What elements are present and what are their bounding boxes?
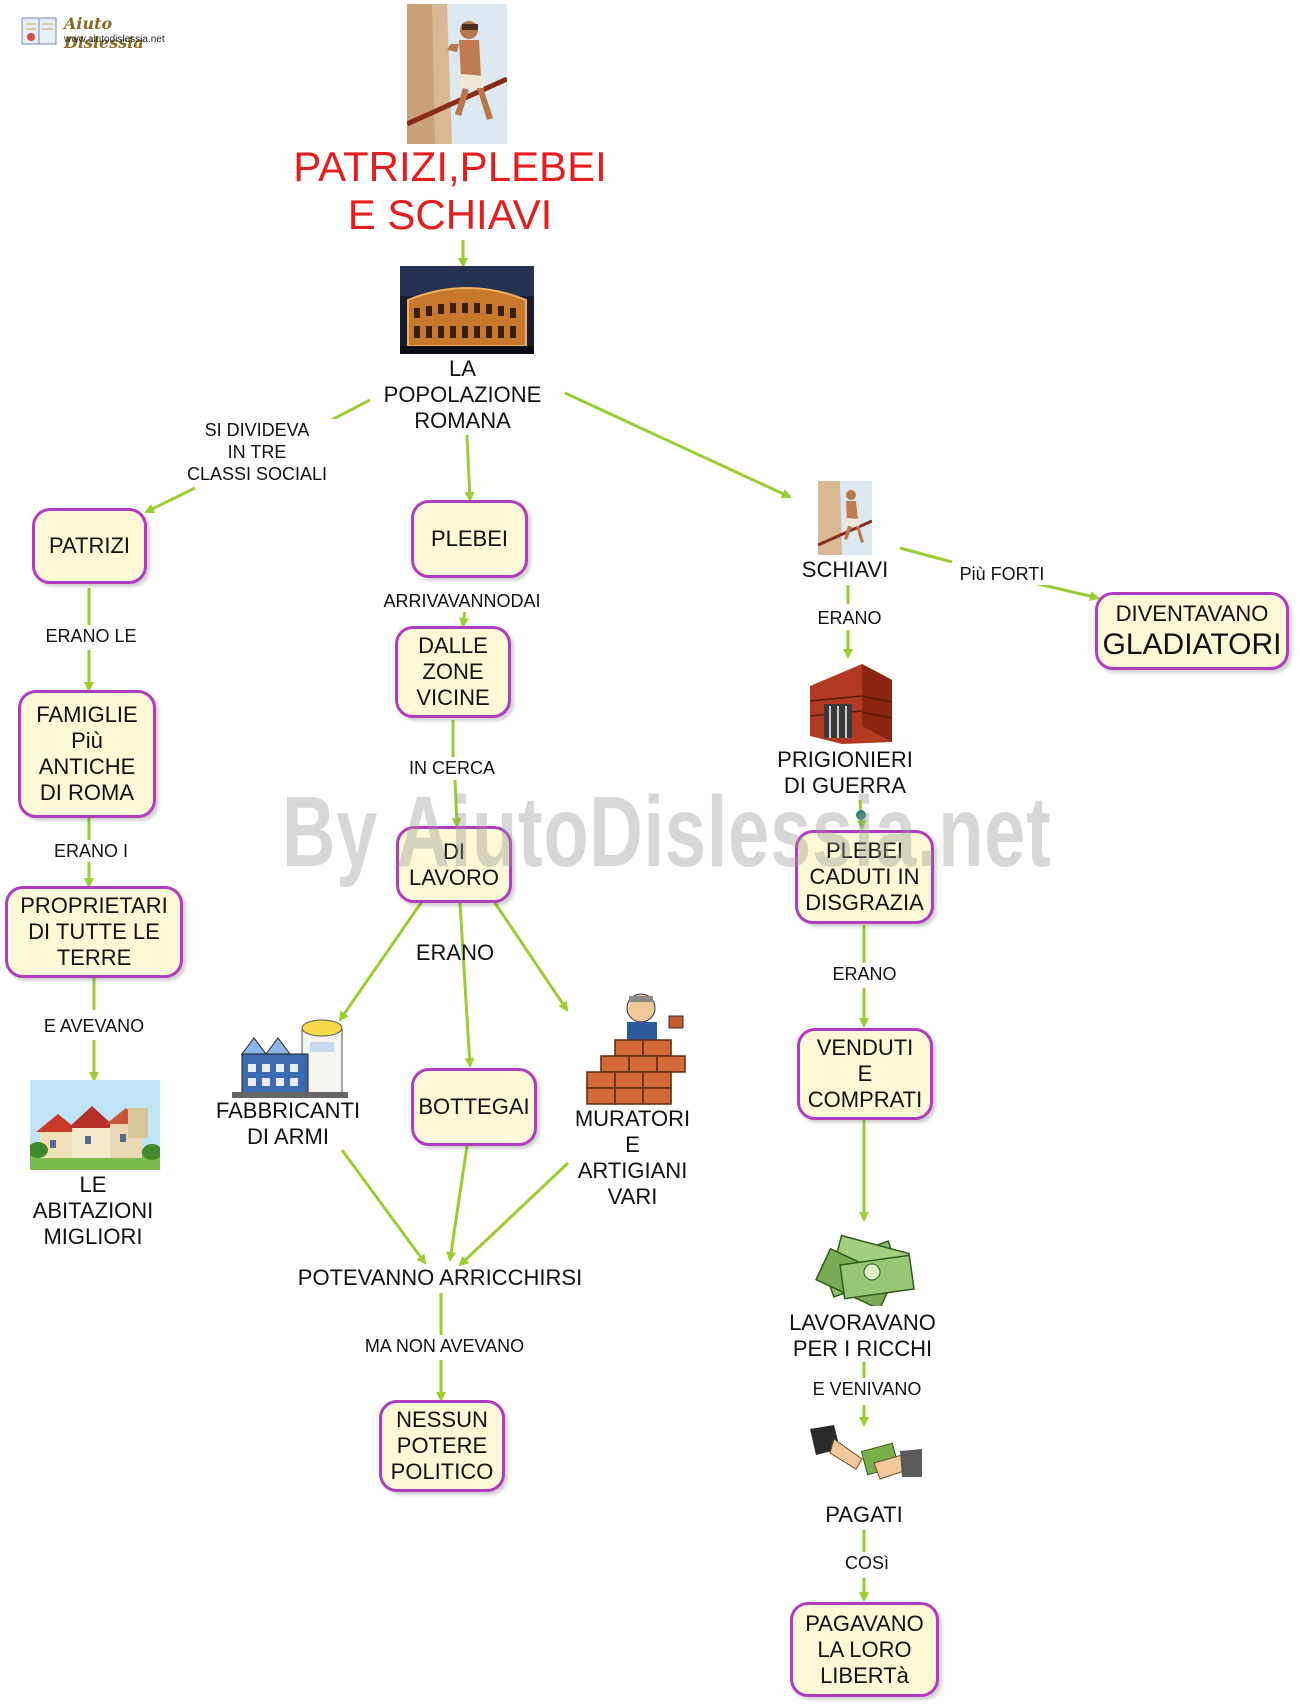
link-e-venivano: E VENIVANO: [795, 1378, 939, 1400]
money-icon: [815, 1234, 915, 1306]
node-potere[interactable]: NESSUN POTERE POLITICO: [379, 1400, 505, 1492]
node-muratori: MURATORI E ARTIGIANI VARI: [574, 1106, 691, 1209]
houses-icon: [30, 1080, 160, 1170]
link-erano-i: ERANO I: [40, 840, 142, 862]
gladiatori-line1: DIVENTAVANO: [1115, 601, 1269, 626]
factory-icon: [232, 1019, 348, 1098]
slave-climbing-icon: [407, 4, 507, 144]
slave-small-icon: [818, 481, 872, 555]
gladiatori-line2: GLADIATORI: [1102, 628, 1282, 661]
link-arrivavano: ARRIVAVANNODAI: [365, 590, 559, 612]
site-logo[interactable]: Aiuto Dislessia www.aiutodislessia.net: [20, 12, 180, 52]
link-erano-center: ERANO: [415, 940, 495, 965]
node-plebei[interactable]: PLEBEI: [411, 500, 528, 578]
diagram-title: PATRIZI,PLEBEI E SCHIAVI: [293, 143, 607, 238]
node-liberta[interactable]: PAGAVANO LA LORO LIBERTà: [790, 1602, 939, 1697]
node-abitazioni: LE ABITAZIONI MIGLIORI: [32, 1172, 154, 1249]
handshake-icon: [810, 1425, 922, 1480]
link-in-cerca: IN CERCA: [400, 757, 504, 779]
node-gladiatori[interactable]: DIVENTAVANO GLADIATORI: [1095, 592, 1289, 670]
prison-icon: [809, 664, 893, 744]
node-prigionieri: PRIGIONIERI DI GUERRA: [777, 747, 913, 798]
node-lavoro[interactable]: DI LAVORO: [396, 826, 512, 903]
link-erano-le: ERANO LE: [30, 625, 152, 647]
bricklayer-icon: [586, 993, 686, 1105]
link-piu-forti: Più FORTI: [945, 563, 1059, 585]
link-si-divideva: SI DIVIDEVA IN TRE CLASSI SOCIALI: [170, 419, 344, 485]
logo-url: www.aiutodislessia.net: [64, 34, 165, 45]
node-arricchirsi: POTEVANNO ARRICCHIRSI: [297, 1265, 583, 1290]
link-erano-plebei: ERANO: [815, 963, 914, 985]
link-ma-non-avevano: MA NON AVEVANO: [345, 1335, 544, 1357]
node-plebei-caduti[interactable]: PLEBEI CADUTI IN DISGRAZIA: [795, 830, 934, 924]
node-lavoravano: LAVORAVANO PER I RICCHI: [789, 1310, 936, 1361]
colosseum-icon: [400, 266, 534, 354]
watermark: By AiutoDislessia.net: [282, 776, 1052, 888]
node-famiglie[interactable]: FAMIGLIE Più ANTICHE DI ROMA: [18, 690, 156, 818]
link-erano-schiavi: ERANO: [800, 607, 899, 629]
node-schiavi: SCHIAVI: [801, 557, 889, 582]
node-patrizi[interactable]: PATRIZI: [32, 508, 147, 584]
node-venduti[interactable]: VENDUTI E COMPRATI: [797, 1028, 933, 1120]
node-fabbricanti: FABBRICANTI DI ARMI: [215, 1098, 361, 1149]
link-cosi: COSì: [825, 1552, 909, 1574]
node-pagati: PAGATI: [825, 1502, 903, 1527]
book-icon: [21, 17, 57, 45]
node-zone-vicine[interactable]: DALLE ZONE VICINE: [395, 626, 511, 718]
node-proprietari[interactable]: PROPRIETARI DI TUTTE LE TERRE: [5, 886, 183, 978]
node-popolazione: LA POPOLAZIONE ROMANA: [383, 356, 542, 433]
link-e-avevano: E AVEVANO: [28, 1015, 160, 1037]
logo-name: Aiuto Dislessia: [64, 14, 144, 52]
node-botteghe[interactable]: BOTTEGAI: [411, 1068, 537, 1146]
